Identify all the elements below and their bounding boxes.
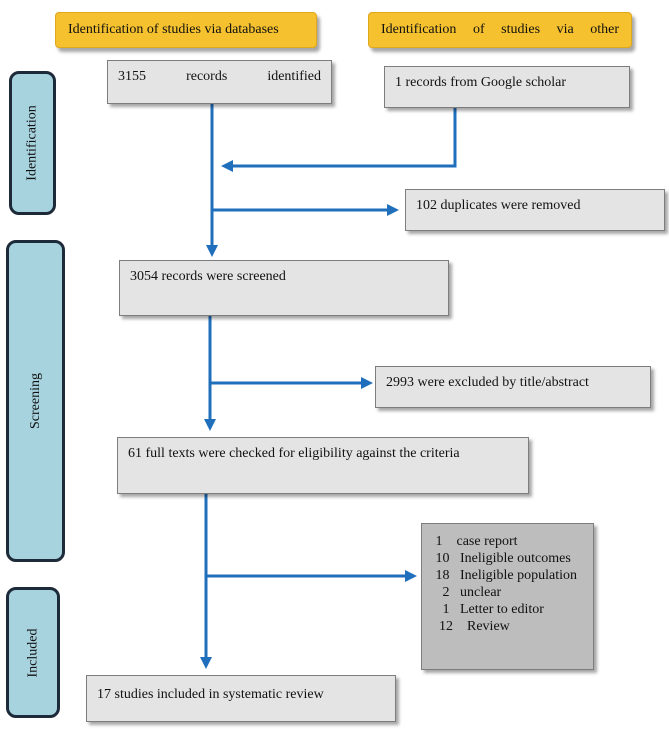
excluded-title-label: 2993 were excluded by title/abstract — [386, 375, 589, 390]
arrow-google-merge — [221, 108, 457, 172]
duplicates-label: 102 duplicates were removed — [416, 198, 581, 213]
exclusion-reason: 1 case report — [432, 534, 518, 549]
exclusion-reason: 10 Ineligible outcomes — [432, 551, 571, 566]
google-scholar-label: 1 records from Google scholar — [395, 75, 567, 90]
records-identified-word: records — [186, 69, 228, 84]
records-identified-word: identified — [267, 69, 321, 84]
header-other-sources: Identification of studies via other — [368, 12, 632, 48]
exclusion-reason: 12 Review — [432, 619, 510, 634]
header-other-word: of — [472, 22, 485, 37]
exclusion-reason: 1 Letter to editor — [432, 602, 544, 617]
box-studies-included: 17 studies included in systematic review — [86, 675, 396, 722]
box-records-screened: 3054 records were screened — [119, 260, 449, 316]
included-label: 17 studies included in systematic review — [97, 687, 324, 702]
stage-identification: Identification — [9, 71, 56, 215]
stage-included: Included — [6, 587, 60, 718]
stage-screening: Screening — [6, 240, 65, 562]
box-duplicates-removed: 102 duplicates were removed — [405, 189, 665, 231]
box-full-texts-checked: 61 full texts were checked for eligibili… — [117, 437, 529, 494]
header-other-word: other — [590, 22, 619, 37]
full-texts-label: 61 full texts were checked for eligibili… — [128, 446, 460, 461]
exclusion-reason: 18 Ineligible population — [432, 568, 578, 583]
box-records-identified: 3155 records identified — [107, 60, 332, 104]
box-excluded-title-abstract: 2993 were excluded by title/abstract — [375, 366, 651, 408]
header-databases: Identification of studies via databases — [55, 12, 317, 48]
records-identified-word: 3155 — [118, 69, 146, 84]
header-other-word: studies — [501, 22, 541, 37]
header-other-word: Identification — [381, 22, 457, 37]
exclusion-reason: 2 unclear — [432, 585, 502, 600]
screened-label: 3054 records were screened — [130, 269, 286, 284]
box-exclusion-reasons: 1 case report 10 Ineligible outcomes 18 … — [421, 523, 594, 670]
header-other-word: via — [556, 22, 574, 37]
box-google-scholar: 1 records from Google scholar — [384, 66, 630, 108]
header-databases-label: Identification of studies via databases — [68, 22, 279, 37]
